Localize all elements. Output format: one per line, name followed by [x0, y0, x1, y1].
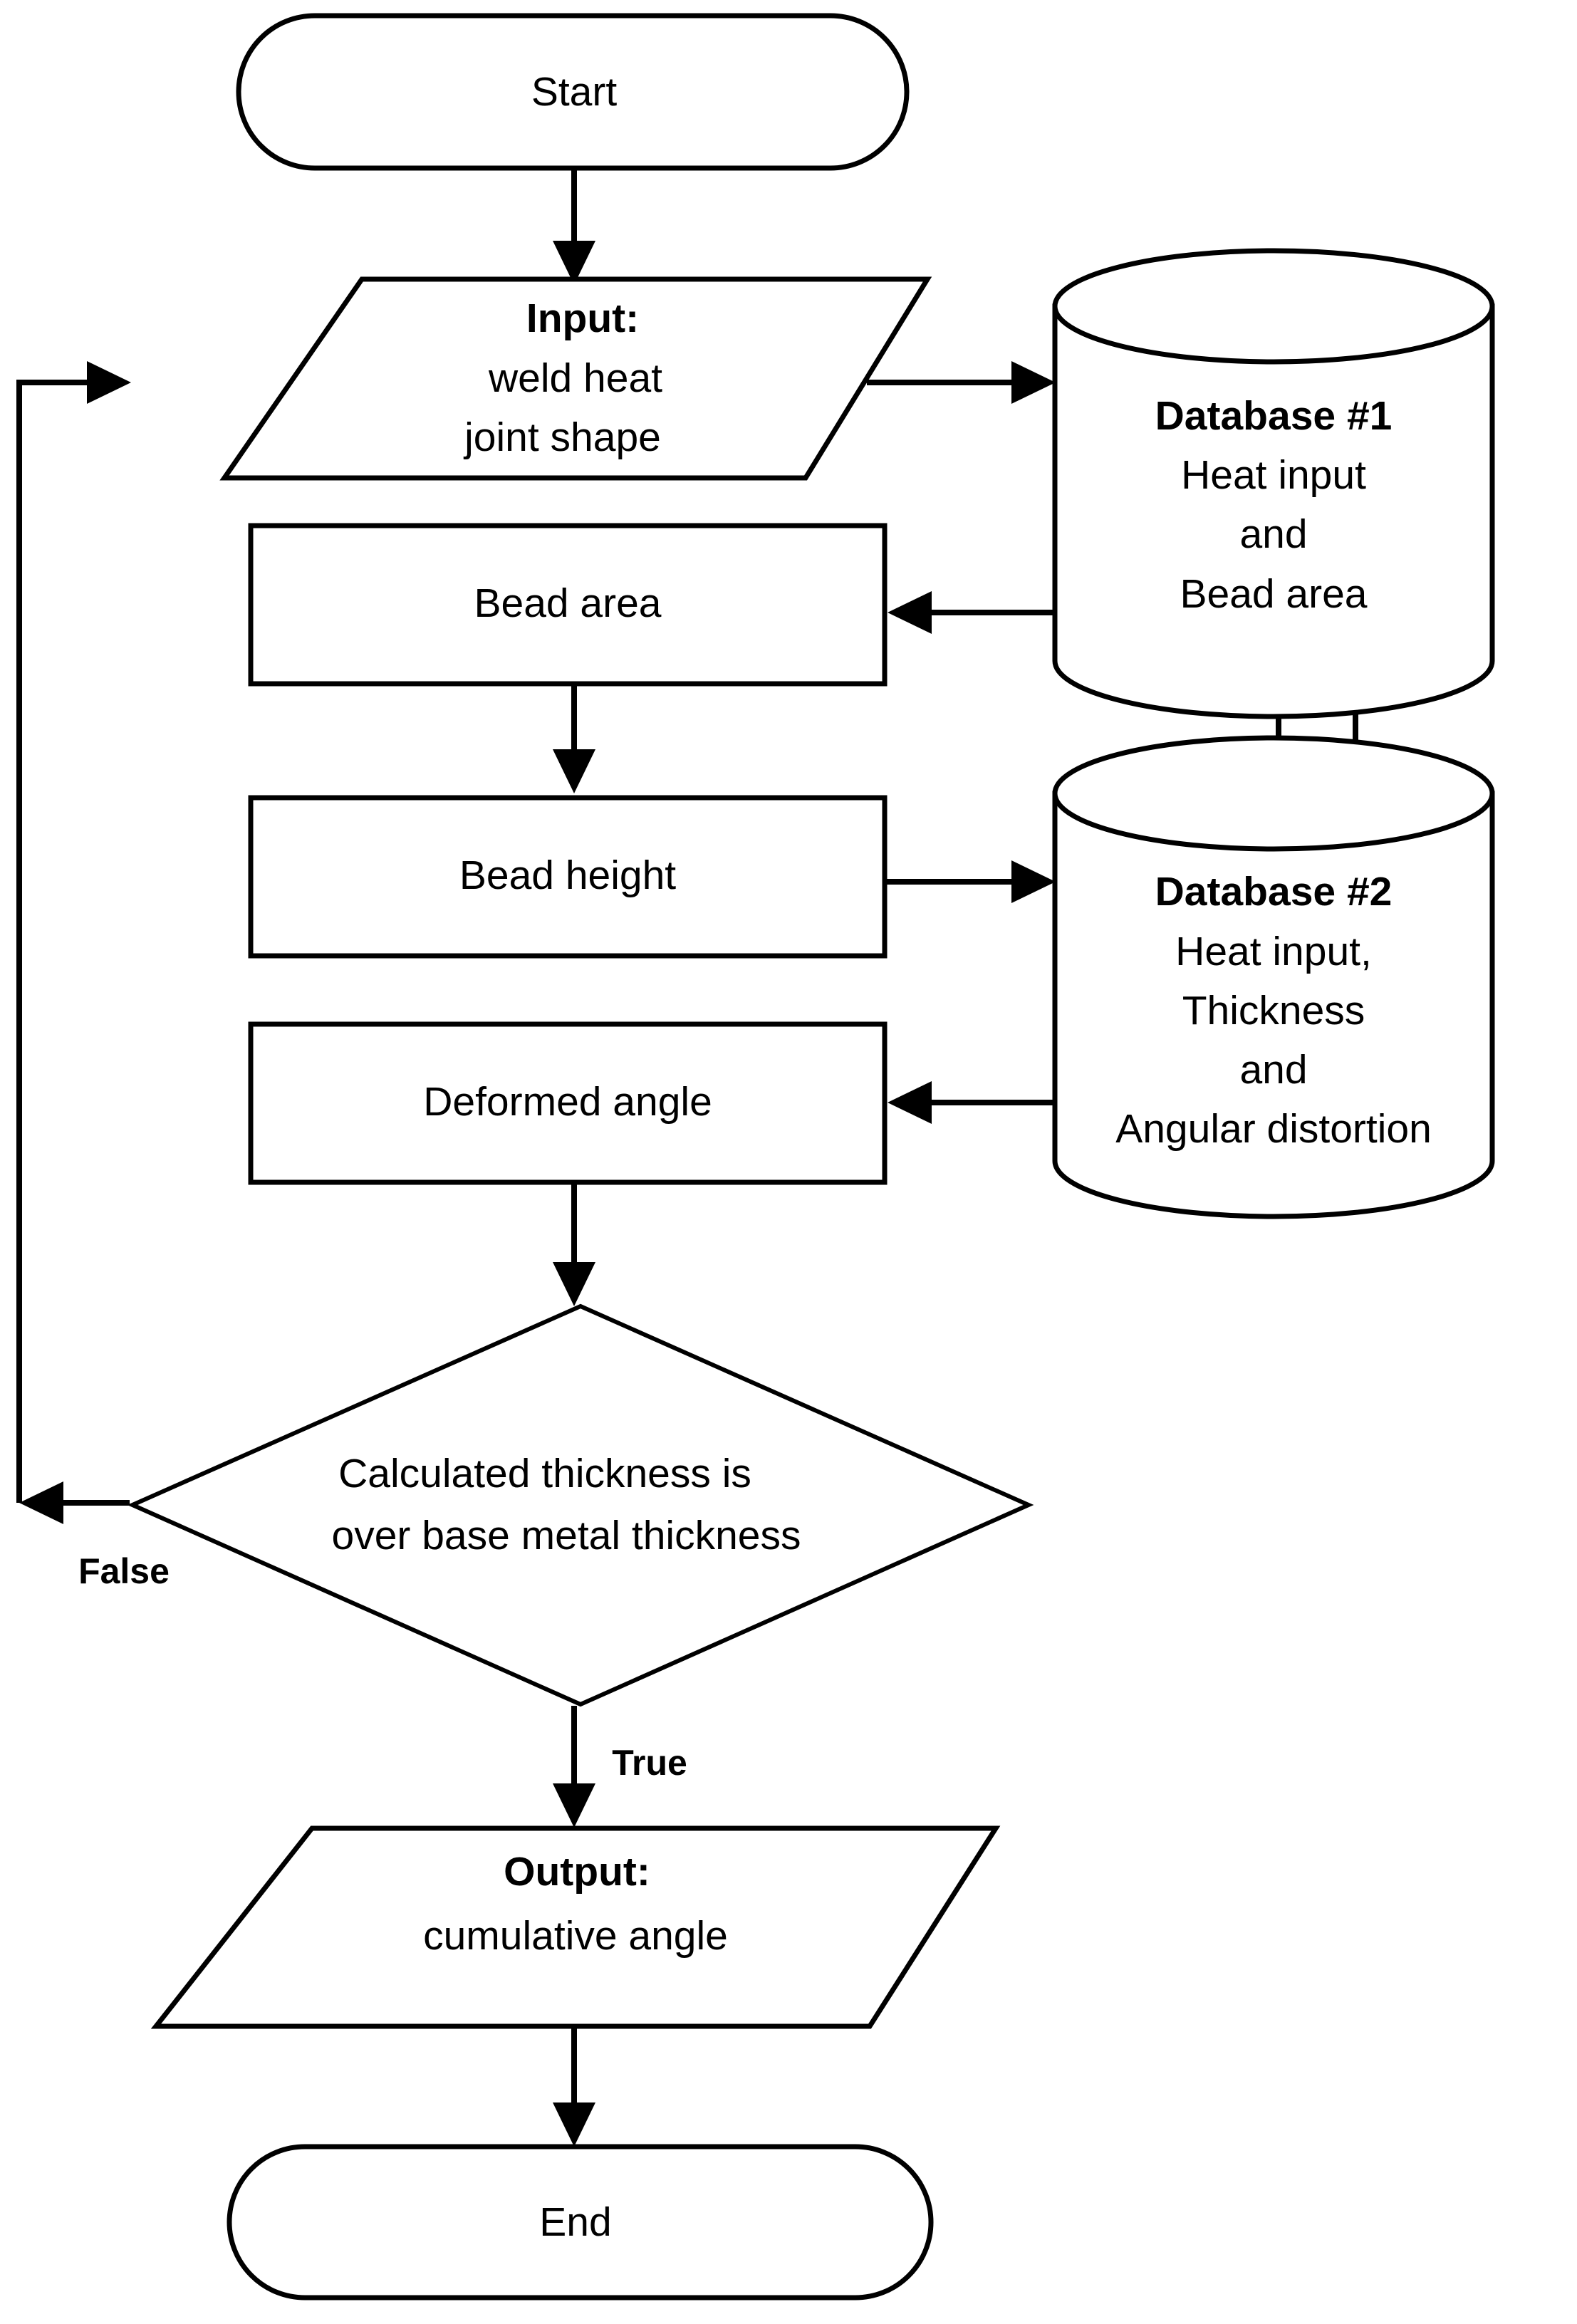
connector-bead-height-to-database2: [885, 860, 1056, 903]
output-label-line1: Output:: [504, 1849, 650, 1895]
node-end[interactable]: End: [227, 2144, 934, 2300]
bead-height-box-shape: [248, 795, 888, 959]
output-label-line2: cumulative angle: [423, 1913, 728, 1959]
start-label: Start: [531, 69, 618, 115]
branch-label-false: False: [78, 1551, 170, 1591]
bead-height-label: Bead height: [459, 853, 676, 898]
database2-top-ellipse-shape: [1052, 735, 1495, 852]
bead-area-label: Bead area: [474, 580, 661, 626]
arrowhead-right-icon: [1011, 860, 1056, 903]
node-bead-height[interactable]: Bead height: [248, 795, 888, 959]
decision-diamond-shape: [127, 1303, 1034, 1707]
node-deformed-angle[interactable]: Deformed angle: [248, 1021, 888, 1185]
database1-label-line4: Bead area: [1180, 571, 1367, 617]
arrowhead-down-icon: [553, 241, 595, 285]
input-label-line3: joint shape: [463, 415, 661, 460]
database1-label-line2: Heat input: [1181, 452, 1366, 498]
database2-label-line5: Angular distortion: [1115, 1106, 1432, 1152]
input-label-line1: Input:: [526, 296, 639, 341]
branch-label-true: True: [612, 1743, 687, 1783]
database2-body-shape: [1052, 791, 1495, 1219]
arrowhead-left-icon: [888, 1081, 932, 1124]
connector-decision-false: [19, 1481, 130, 1524]
database2-label-line4: and: [1239, 1047, 1307, 1093]
arrowhead-down-icon: [553, 1262, 595, 1306]
deformed-angle-label: Deformed angle: [423, 1079, 712, 1125]
connector-feedback-loop: [16, 361, 131, 1503]
end-terminator-shape: [227, 2144, 934, 2300]
database1-label-line1: Database #1: [1155, 393, 1393, 439]
arrowhead-right-icon: [1011, 361, 1056, 404]
input-label-line2: weld heat: [488, 355, 662, 401]
connector-start-to-input: [553, 170, 595, 285]
connector-output-to-end: [553, 2026, 595, 2147]
arrowhead-down-icon: [553, 2102, 595, 2147]
deformed-angle-box-shape: [248, 1021, 888, 1185]
output-parallelogram-shape: [150, 1825, 1001, 2029]
arrowhead-left-icon: [888, 591, 932, 634]
node-input[interactable]: Input: weld heat joint shape: [219, 276, 932, 481]
arrowhead-right-icon: [87, 361, 131, 404]
decision-label-line2: over base metal thickness: [332, 1513, 801, 1558]
end-label: End: [539, 2199, 611, 2245]
database1-body-shape: [1052, 303, 1495, 719]
connector-database2-to-deformed-angle: [888, 1081, 1053, 1124]
start-terminator-shape: [236, 13, 910, 171]
input-parallelogram-shape: [219, 276, 932, 481]
node-database1[interactable]: Database #1 Heat input and Bead area: [1052, 248, 1495, 719]
connector-input-to-database1: [867, 361, 1056, 404]
connector-bead-area-to-bead-height: [553, 685, 595, 793]
arrowhead-left-icon: [19, 1481, 63, 1524]
database2-label-line1: Database #2: [1155, 869, 1393, 915]
decision-label-line1: Calculated thickness is: [338, 1451, 751, 1496]
node-decision[interactable]: Calculated thickness is over base metal …: [127, 1303, 1034, 1707]
connector-deformed-angle-to-decision: [553, 1184, 595, 1306]
node-database2[interactable]: Database #2 Heat input, Thickness and An…: [1052, 735, 1495, 1219]
connector-database1-to-bead-area: [888, 591, 1053, 634]
database1-top-ellipse-shape: [1052, 248, 1495, 365]
database2-label-line3: Thickness: [1182, 988, 1365, 1033]
node-bead-area[interactable]: Bead area: [248, 523, 888, 687]
arrowhead-down-icon: [553, 1783, 595, 1828]
bead-area-box-shape: [248, 523, 888, 687]
database1-label-line3: and: [1239, 511, 1307, 557]
node-output[interactable]: Output: cumulative angle: [150, 1825, 1001, 2029]
connector-decision-true-to-output: [553, 1706, 595, 1828]
arrowhead-down-icon: [553, 749, 595, 793]
node-start[interactable]: Start: [236, 13, 910, 171]
database2-label-line2: Heat input,: [1175, 929, 1372, 974]
